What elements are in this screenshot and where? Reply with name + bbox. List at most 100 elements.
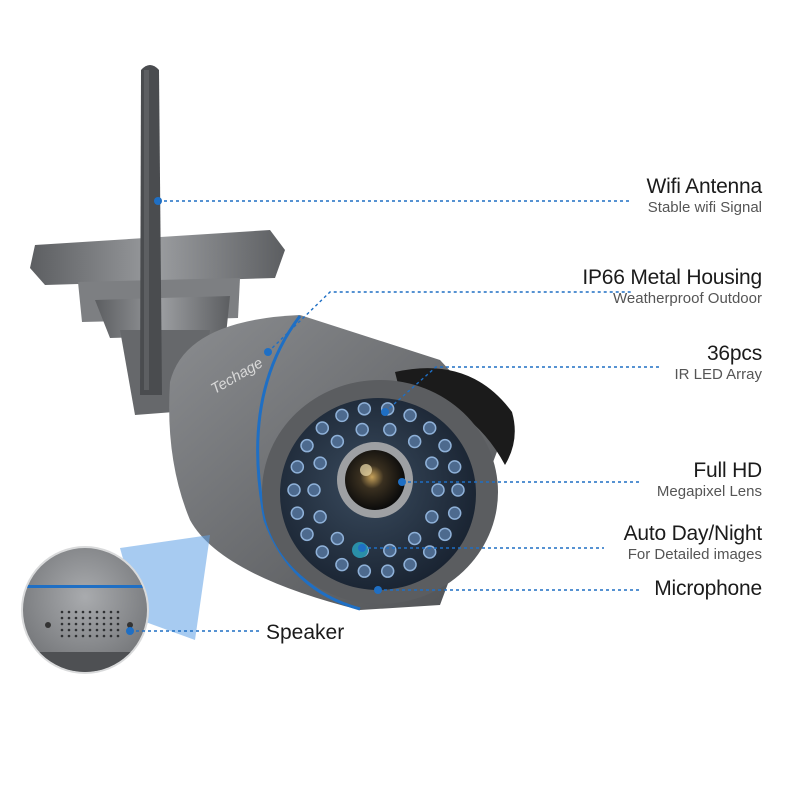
- antenna: [140, 65, 162, 395]
- speaker-hole: [95, 622, 99, 626]
- callout-title: Auto Day/Night: [623, 522, 763, 545]
- speaker-hole: [67, 628, 71, 632]
- speaker-hole: [102, 628, 106, 632]
- speaker-hole: [74, 634, 78, 638]
- ir-led: [403, 557, 417, 572]
- callout-wifi: Wifi Antenna Stable wifi Signal: [647, 175, 763, 217]
- speaker-hole: [60, 622, 64, 626]
- callout-housing: IP66 Metal Housing Weatherproof Outdoor: [582, 266, 762, 308]
- speaker-hole: [74, 628, 78, 632]
- speaker-hole: [81, 616, 85, 620]
- speaker-hole: [88, 622, 92, 626]
- speaker-hole: [88, 610, 92, 614]
- speaker-hole: [102, 622, 106, 626]
- speaker-hole: [95, 634, 99, 638]
- ir-led: [335, 408, 349, 423]
- speaker-hole: [109, 616, 113, 620]
- callout-daynight: Auto Day/Night For Detailed images: [623, 522, 763, 564]
- speaker-hole: [74, 616, 78, 620]
- callout-subtitle: IR LED Array: [674, 366, 762, 383]
- speaker-hole: [109, 628, 113, 632]
- ir-led: [357, 564, 372, 578]
- speaker-hole: [60, 616, 64, 620]
- ir-led: [290, 460, 305, 474]
- ir-led: [438, 438, 452, 453]
- speaker-hole: [95, 628, 99, 632]
- ir-led: [383, 543, 397, 558]
- speaker-hole: [116, 622, 120, 626]
- ir-led: [383, 422, 397, 437]
- speaker-hole: [116, 616, 120, 620]
- speaker-hole: [60, 634, 64, 638]
- ir-led: [357, 402, 372, 416]
- leader-dots: [126, 197, 406, 635]
- callout-subtitle: Stable wifi Signal: [647, 199, 762, 216]
- ir-led: [355, 422, 369, 437]
- ir-led: [287, 483, 301, 497]
- ir-led: [307, 483, 321, 497]
- callout-title: Microphone: [654, 577, 762, 600]
- ir-led: [330, 434, 345, 449]
- leader-lines: [130, 200, 660, 632]
- speaker-hole: [109, 622, 113, 626]
- callout-speaker: Speaker: [266, 621, 345, 644]
- callout-lens: Full HD Megapixel Lens: [657, 459, 762, 501]
- callout-subtitle: Megapixel Lens: [656, 483, 762, 500]
- speaker-hole: [88, 628, 92, 632]
- speaker-hole: [81, 622, 85, 626]
- callout-mic: Microphone: [654, 577, 762, 601]
- callout-ir: 36pcs IR LED Array: [674, 342, 762, 384]
- speaker-hole: [102, 616, 106, 620]
- ir-led: [425, 510, 439, 524]
- speaker-hole: [109, 634, 113, 638]
- speaker-hole: [102, 634, 106, 638]
- ir-led: [315, 421, 330, 435]
- speaker-hole: [116, 610, 120, 614]
- speaker-hole: [88, 634, 92, 638]
- ir-led: [300, 527, 314, 542]
- ir-led: [438, 527, 452, 542]
- ir-led: [300, 438, 314, 453]
- speaker-hole: [81, 634, 85, 638]
- ir-led: [403, 408, 417, 423]
- ir-led: [313, 510, 327, 524]
- ir-led: [447, 506, 462, 520]
- speaker-hole: [95, 610, 99, 614]
- ir-led: [380, 564, 395, 578]
- ir-led: [451, 483, 465, 497]
- speaker-hole: [102, 610, 106, 614]
- speaker-hole: [74, 622, 78, 626]
- ir-led: [313, 456, 327, 470]
- callout-subtitle: Weatherproof Outdoor: [613, 290, 762, 307]
- callout-title: IP66 Metal Housing: [582, 266, 762, 289]
- speaker-inset: [21, 535, 210, 674]
- speaker-hole: [67, 616, 71, 620]
- ir-led: [407, 531, 422, 546]
- speaker-hole: [81, 610, 85, 614]
- ir-led: [330, 531, 345, 546]
- ir-led: [335, 557, 349, 572]
- ir-led: [407, 434, 422, 449]
- ir-led: [422, 421, 437, 435]
- speaker-hole: [60, 610, 64, 614]
- speaker-hole: [74, 610, 78, 614]
- ir-led: [422, 545, 437, 559]
- speaker-hole: [67, 610, 71, 614]
- speaker-hole: [109, 610, 113, 614]
- speaker-grill: [60, 610, 120, 638]
- speaker-hole: [60, 628, 64, 632]
- speaker-hole: [95, 616, 99, 620]
- lens: [337, 442, 413, 593]
- ir-led: [315, 545, 330, 559]
- speaker-hole: [116, 634, 120, 638]
- speaker-hole: [88, 616, 92, 620]
- speaker-hole: [116, 628, 120, 632]
- ir-led: [425, 456, 439, 470]
- speaker-hole: [67, 622, 71, 626]
- speaker-hole: [81, 628, 85, 632]
- callout-title: Wifi Antenna: [646, 175, 763, 198]
- callout-title: 36pcs: [706, 342, 762, 365]
- callout-title: Full HD: [693, 459, 762, 482]
- ir-led: [447, 460, 462, 474]
